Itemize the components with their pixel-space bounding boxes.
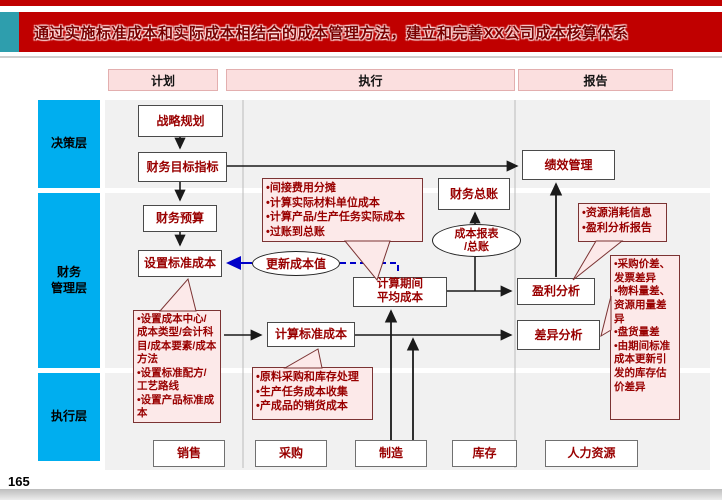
slide-title: 通过实施标准成本和实际成本相结合的成本管理方法，建立和完善XX公司成本核算体系 xyxy=(34,24,629,42)
callout-material-cost-collection: •原料采购和库存处理 •生产任务成本收集 •产成品的销货成本 xyxy=(252,367,373,420)
top-red-rule xyxy=(0,0,722,6)
callout-line: •过账到总账 xyxy=(266,225,325,238)
callout-line: •由期间标准成本更新引发的库存估价差异 xyxy=(614,339,671,393)
box-procurement: 采购 xyxy=(255,440,327,467)
callout-line: •计算产品/生产任务实际成本 xyxy=(266,211,405,224)
column-header-report: 报告 xyxy=(518,69,673,91)
callout-line: •计算实际材料单位成本 xyxy=(266,196,380,209)
callout-line: •原料采购和库存处理 xyxy=(256,371,359,383)
box-calc-standard-cost: 计算标准成本 xyxy=(267,322,355,347)
ellipse-cost-report-ledger: 成本报表 /总账 xyxy=(432,224,521,257)
callout-line: •设置产品标准成本 xyxy=(137,393,215,420)
box-sales: 销售 xyxy=(153,440,225,467)
callout-line: •盈利分析报告 xyxy=(582,221,652,234)
callout-line: •产成品的销货成本 xyxy=(256,400,348,413)
callout-indirect-cost-allocation: •间接费用分摊 •计算实际材料单位成本 •计算产品/生产任务实际成本 •过账到总… xyxy=(262,178,423,242)
box-variance-analysis: 差异分析 xyxy=(517,320,600,350)
bottom-gray-strip xyxy=(0,489,722,500)
box-set-standard-cost: 设置标准成本 xyxy=(138,250,222,277)
row-label-execution-layer: 执行层 xyxy=(38,373,100,461)
callout-line: •间接费用分摊 xyxy=(266,182,336,194)
box-manufacturing: 制造 xyxy=(355,440,427,467)
callout-line: •生产任务成本收集 xyxy=(256,385,348,398)
box-financial-target-indicators: 财务目标指标 xyxy=(138,152,227,182)
title-banner: 通过实施标准成本和实际成本相结合的成本管理方法，建立和完善XX公司成本核算体系 xyxy=(0,12,722,52)
page-number: 165 xyxy=(8,474,30,489)
callout-line: •采购价差、发票差异 xyxy=(614,258,671,284)
callout-variance-details: •采购价差、发票差异 •物料量差、资源用量差异 •盘货量差 •由期间标准成本更新… xyxy=(610,255,680,420)
callout-line: •设置标准配方/工艺路线 xyxy=(137,366,207,393)
box-profit-analysis: 盈利分析 xyxy=(517,278,595,305)
box-human-resources: 人力资源 xyxy=(545,440,638,467)
callout-cost-setup: •设置成本中心/成本类型/会计科目/成本要素/成本方法 •设置标准配方/工艺路线… xyxy=(133,310,221,423)
callout-line: •物料量差、资源用量差异 xyxy=(614,285,671,325)
ellipse-update-cost-value: 更新成本值 xyxy=(252,251,340,276)
column-header-plan: 计划 xyxy=(108,69,218,91)
box-calc-period-average-cost: 计算期间 平均成本 xyxy=(353,277,447,307)
box-financial-general-ledger: 财务总账 xyxy=(438,178,510,210)
callout-resource-consumption: •资源消耗信息 •盈利分析报告 xyxy=(578,203,667,242)
column-header-execute: 执行 xyxy=(226,69,515,91)
row-label-finance-mgmt-layer: 财务 管理层 xyxy=(38,193,100,368)
row-label-decision-layer: 决策层 xyxy=(38,100,100,188)
callout-line: •盘货量差 xyxy=(614,326,660,339)
callout-line: •资源消耗信息 xyxy=(582,207,652,219)
box-financial-budget: 财务预算 xyxy=(143,205,217,232)
box-performance-management: 绩效管理 xyxy=(522,150,615,180)
box-strategic-planning: 战略规划 xyxy=(138,105,223,137)
box-inventory: 库存 xyxy=(452,440,517,467)
teal-accent-block xyxy=(0,12,19,52)
banner-underline xyxy=(0,56,722,58)
callout-line: •设置成本中心/成本类型/会计科目/成本要素/成本方法 xyxy=(137,313,217,366)
